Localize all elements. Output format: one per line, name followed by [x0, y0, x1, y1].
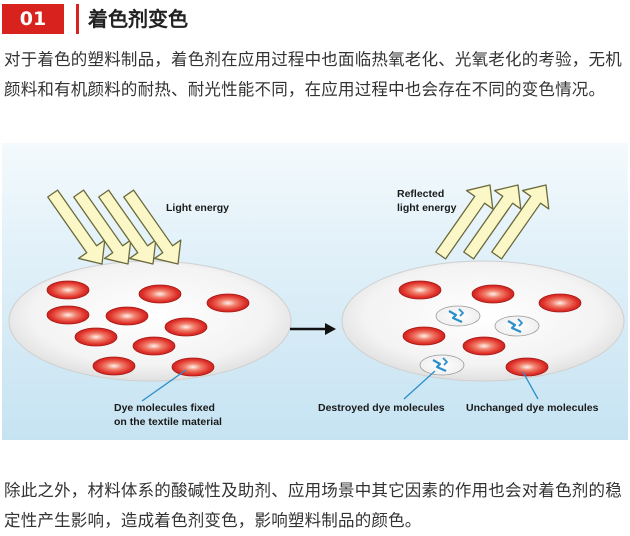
textile-disc-right	[341, 260, 625, 382]
dye-fading-diagram: Light energy Dye molecules fixed on the …	[0, 143, 630, 440]
dye-molecule	[46, 305, 90, 325]
intro-paragraph: 对于着色的塑料制品，着色剂在应用过程中也面临热氧老化、光氧老化的考验，无机颜料和…	[4, 50, 622, 99]
section-number-badge: 01	[2, 4, 64, 34]
light-energy-label: Light energy	[166, 202, 229, 214]
unchanged-dye-molecule	[471, 284, 515, 304]
section-divider	[76, 4, 79, 34]
dye-molecule	[138, 284, 182, 304]
dye-fixed-label-line2: on the textile material	[114, 416, 222, 428]
unchanged-dye-molecule	[505, 357, 549, 377]
dye-molecule	[206, 293, 250, 313]
transition-arrow-icon	[290, 323, 336, 335]
textile-disc-left	[8, 260, 292, 382]
unchanged-dye-molecule	[538, 293, 582, 313]
dye-molecules-left	[46, 280, 250, 377]
destroyed-dye-label: Destroyed dye molecules	[318, 402, 445, 414]
conclusion-paragraph: 除此之外，材料体系的酸碱性及助剂、应用场景中其它因素的作用也会对着色剂的稳定性产…	[4, 481, 622, 530]
dye-fixed-label-line1: Dye molecules fixed	[114, 402, 215, 414]
destroyed-dye-molecule	[419, 354, 465, 376]
dye-molecule	[74, 327, 118, 347]
unchanged-dye-molecule	[402, 326, 446, 346]
dye-molecule	[92, 356, 136, 376]
dye-molecules-right	[398, 280, 582, 377]
dye-molecule	[171, 357, 215, 377]
unchanged-dye-molecule	[398, 280, 442, 300]
destroyed-dye-molecules	[419, 305, 540, 376]
dye-molecule	[46, 280, 90, 300]
right-panel: Reflected light energy Destroyed dye mol…	[318, 175, 625, 414]
destroyed-dye-molecule	[435, 305, 481, 327]
left-panel: Light energy Dye molecules fixed on the …	[8, 183, 292, 428]
unchanged-dye-molecule	[462, 336, 506, 356]
destroyed-callout-line	[403, 370, 436, 400]
destroyed-dye-molecule	[494, 315, 540, 337]
section-header: 01 着色剂变色	[0, 0, 630, 40]
reflected-label-line1: Reflected	[397, 188, 444, 200]
section-title: 着色剂变色	[88, 7, 188, 31]
unchanged-dye-label: Unchanged dye molecules	[466, 402, 599, 414]
reflected-label-line2: light energy	[397, 202, 457, 214]
dye-molecule	[105, 306, 149, 326]
dye-callout-line	[141, 369, 187, 402]
unchanged-callout-line	[522, 371, 539, 400]
dye-molecule	[164, 317, 208, 337]
dye-molecule	[132, 336, 176, 356]
